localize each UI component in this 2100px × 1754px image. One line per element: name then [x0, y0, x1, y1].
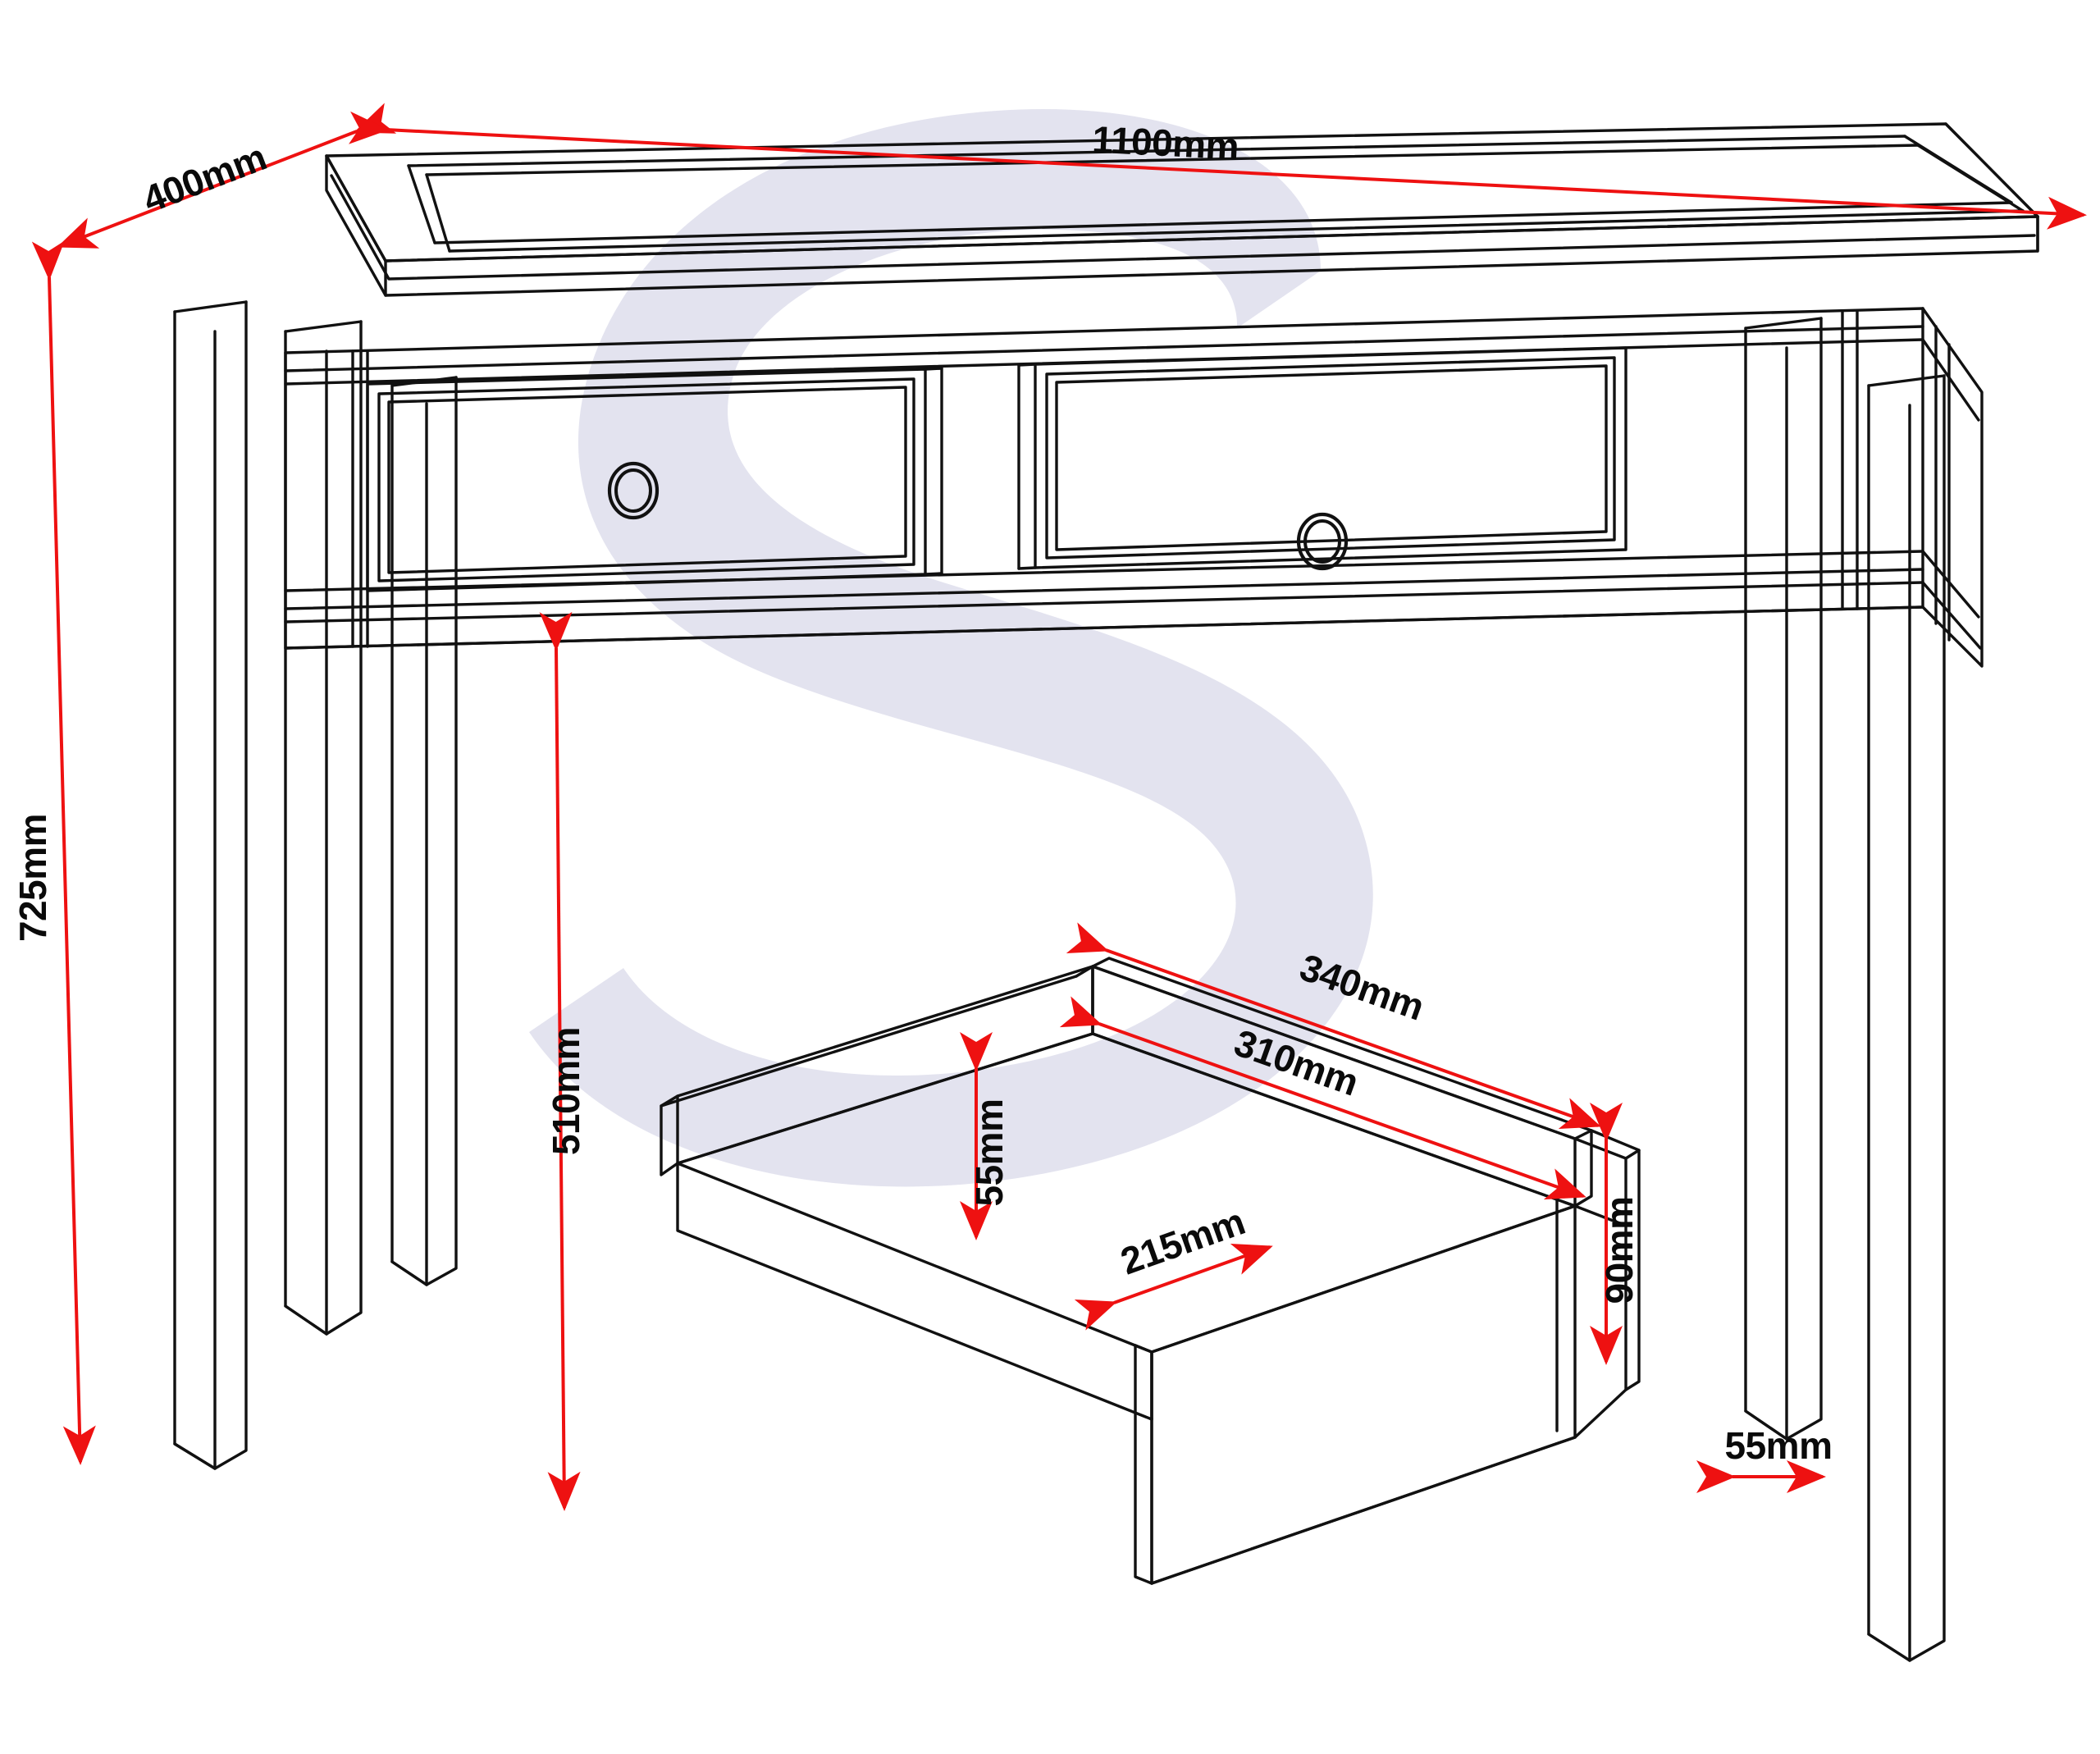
dim-label-1100: 1100mm — [1091, 118, 1239, 168]
dim-line-1100 — [349, 111, 2087, 230]
dim-height-725: 725mm — [11, 240, 96, 1465]
dim-line-215 — [1074, 1243, 1273, 1331]
dim-label-725: 725mm — [11, 814, 54, 942]
right-drawer-knob — [1296, 512, 1349, 571]
back-right-leg — [1867, 374, 1946, 1662]
dim-label-90: 90mm — [1598, 1197, 1641, 1304]
left-drawer-knob — [607, 461, 660, 520]
dim-label-510: 510mm — [545, 1027, 587, 1155]
watermark-s-logo — [529, 109, 1373, 1187]
front-right-leg — [1744, 317, 1823, 1441]
dim-label-leg-55: 55mm — [1725, 1424, 1833, 1467]
drawer-bottom-edge — [676, 1162, 1577, 1585]
dim-line-310 — [1059, 996, 1586, 1200]
dim-clearance-510: 510mm — [539, 611, 587, 1511]
right-side-apron — [1921, 307, 1984, 668]
dim-line-725 — [31, 240, 96, 1465]
dim-line-510 — [539, 611, 581, 1511]
back-left-leg-inner — [390, 376, 458, 1286]
dim-drawer-height-55: 55mm — [960, 1032, 1011, 1240]
front-left-leg — [284, 320, 363, 1336]
left-drawer-front — [366, 367, 943, 592]
dim-leg-55: 55mm — [1696, 1424, 1833, 1493]
back-left-leg — [173, 300, 248, 1470]
dim-drawer-front-90: 90mm — [1590, 1103, 1641, 1365]
dim-width-1100: 1100mm — [349, 111, 2087, 230]
right-drawer-front — [1017, 346, 1628, 570]
dim-label-d55: 55mm — [968, 1099, 1011, 1207]
dim-line-400 — [57, 103, 397, 249]
